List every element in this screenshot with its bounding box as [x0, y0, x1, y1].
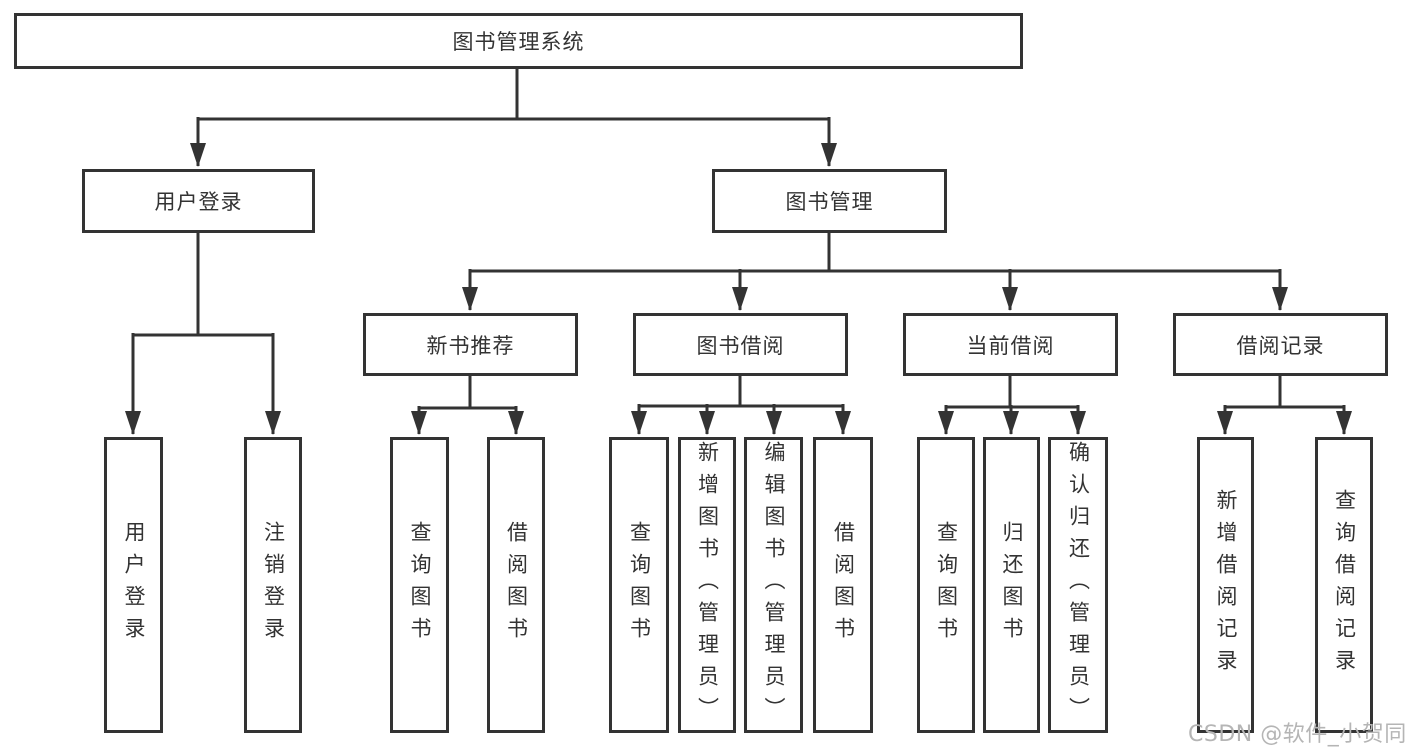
wire-records-to-leaves [1217, 376, 1352, 435]
node-borrow-records-label: 借阅记录 [1236, 333, 1325, 358]
node-new-book-recommend-label: 新书推荐 [426, 333, 515, 358]
leaf-borrow-add-label: 新增图书（管理员） [695, 441, 720, 729]
node-user-login-label: 用户登录 [154, 190, 243, 214]
leaf-newbook-query: 查询图书 [390, 437, 449, 733]
node-current-borrow: 当前借阅 [903, 313, 1118, 376]
node-book-borrow: 图书借阅 [633, 313, 848, 376]
leaf-borrow-edit: 编辑图书（管理员） [744, 437, 803, 733]
leaf-logout: 注销登录 [244, 437, 302, 733]
leaf-borrow-borrow: 借阅图书 [813, 437, 873, 733]
leaf-record-add: 新增借阅记录 [1197, 437, 1254, 733]
node-root: 图书管理系统 [14, 13, 1023, 69]
leaf-current-query-label: 查询图书 [934, 521, 959, 649]
leaf-current-return-label: 归还图书 [1000, 521, 1024, 649]
node-borrow-records: 借阅记录 [1173, 313, 1388, 376]
leaf-newbook-query-label: 查询图书 [408, 521, 432, 649]
node-root-label: 图书管理系统 [452, 30, 585, 54]
wire-root-to-level2 [190, 69, 837, 167]
leaf-user-login-label: 用户登录 [122, 521, 146, 649]
leaf-current-confirm-return: 确认归还（管理员） [1048, 437, 1108, 733]
node-current-borrow-label: 当前借阅 [966, 333, 1055, 358]
leaf-borrow-query-label: 查询图书 [627, 521, 652, 649]
leaf-newbook-borrow: 借阅图书 [487, 437, 545, 733]
leaf-user-login: 用户登录 [104, 437, 163, 733]
wire-user-login-to-leaves [125, 232, 281, 435]
leaf-borrow-borrow-label: 借阅图书 [831, 521, 856, 649]
wire-new-book-to-leaves [411, 376, 524, 435]
leaf-record-add-label: 新增借阅记录 [1214, 489, 1238, 681]
wire-current-to-leaves [938, 376, 1086, 435]
leaf-borrow-query: 查询图书 [609, 437, 669, 733]
wire-borrow-to-leaves [631, 376, 851, 435]
node-new-book-recommend: 新书推荐 [363, 313, 578, 376]
node-book-management-label: 图书管理 [785, 190, 874, 214]
leaf-logout-label: 注销登录 [261, 521, 286, 649]
leaf-current-confirm-return-label: 确认归还（管理员） [1066, 441, 1091, 729]
node-book-borrow-label: 图书借阅 [696, 333, 785, 358]
leaf-newbook-borrow-label: 借阅图书 [504, 521, 529, 649]
leaf-borrow-edit-label: 编辑图书（管理员） [762, 441, 786, 729]
csdn-watermark: CSDN @软件_小贺同学 [1188, 722, 1405, 747]
node-user-login: 用户登录 [82, 169, 315, 233]
leaf-current-query: 查询图书 [917, 437, 975, 733]
leaf-record-query-label: 查询借阅记录 [1332, 489, 1357, 681]
leaf-borrow-add: 新增图书（管理员） [678, 437, 736, 733]
leaf-record-query: 查询借阅记录 [1315, 437, 1373, 733]
node-book-management: 图书管理 [712, 169, 947, 233]
wire-book-mgmt-to-groups [462, 232, 1288, 311]
leaf-current-return: 归还图书 [983, 437, 1040, 733]
